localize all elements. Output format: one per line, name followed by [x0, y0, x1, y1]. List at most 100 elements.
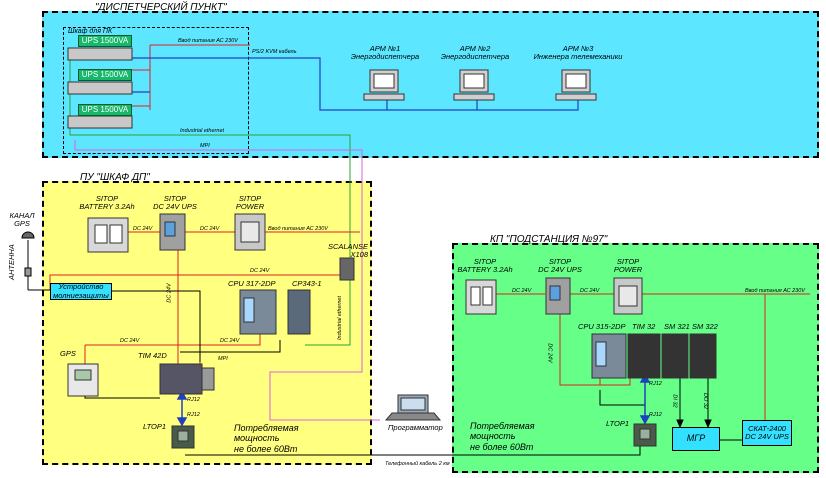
gps-label: GPS: [60, 349, 76, 358]
scalanse-label: SCALANSE X108: [298, 242, 368, 260]
gps-channel-line1: КАНАЛ: [9, 211, 35, 220]
pu-rj12-link: [176, 390, 188, 427]
pu-signal-lines: [27, 240, 641, 456]
skat-line1: СКАТ-2400: [748, 423, 786, 433]
kp-dc24-vert: DC 24V: [546, 343, 553, 363]
dispatch-zone: [42, 11, 819, 158]
ups-label: UPS 1500VA: [81, 69, 129, 79]
mgr-box: МГР: [672, 427, 720, 451]
kp-power-line2: POWER: [613, 265, 643, 275]
pu-consumption-line2: мощность: [234, 433, 280, 444]
pu-power-label: SITOP POWER: [220, 194, 280, 212]
kp-dcups-label: SITOP DC 24V UPS: [525, 257, 595, 275]
kp-dcups-line2: DC 24V UPS: [538, 265, 582, 275]
kp-di-label: DI 32: [671, 394, 678, 408]
pu-consumption-line1: Потребляемая: [234, 423, 299, 433]
gps-channel-label: КАНАЛ GPS: [6, 211, 38, 229]
pc-cabinet-label: Шкаф для ПК: [68, 28, 113, 35]
kp-consumption-note: Потребляемая мощность не более 60Вт: [470, 421, 535, 452]
arm-1-label: АРМ №1 Энергодиспетчера: [340, 44, 430, 62]
pu-dc24-2: DC 24V: [200, 226, 220, 232]
pu-ltop-label: LTOP1: [143, 422, 167, 431]
arm-2-line2: Энергодиспетчера: [440, 52, 510, 62]
arm-1-line2: Энергодиспетчера: [350, 52, 420, 62]
surge-line1: Устройство: [58, 282, 104, 292]
dispatch-power-in: Ввод питания АС 230V: [178, 38, 238, 44]
pu-dcups-label: SITOP DC 24V UPS: [140, 194, 210, 212]
pc-cabinet-zone: [63, 27, 249, 154]
pu-dc24-1: DC 24V: [133, 226, 153, 232]
kp-sm322-label: SM 322: [692, 322, 718, 331]
kp-signal-lines: [599, 378, 742, 441]
ups-label: UPS 1500VA: [81, 104, 129, 114]
arm-2-line1: АРМ №2: [459, 44, 491, 53]
kp-ltop-label: LTOP1: [606, 419, 630, 428]
phone-cable-label: Телефонный кабель 2 км: [385, 461, 450, 467]
kp-rj12-link: [639, 373, 651, 425]
kp-rj12-1: RJ12: [649, 381, 662, 387]
kp-battery-label: SITOP BATTERY 3.2Ah: [450, 257, 520, 275]
pu-power-line1: SITOP: [238, 194, 262, 203]
pu-consumption-line3: не более 60Вт: [234, 443, 298, 454]
surge-protector: Устройство молниезащиты: [50, 282, 112, 300]
dispatch-power-lines: [132, 44, 250, 110]
pu-dc24-5: DC 24V: [220, 338, 240, 344]
pu-dc24-4: DC 24V: [120, 338, 140, 344]
kp-dcups-line1: SITOP: [548, 257, 572, 266]
pu-battery-line1: SITOP: [95, 194, 119, 203]
arm-3-label: АРМ №3 Инженера телемеханики: [530, 44, 626, 62]
kp-tim-label: TIM 32: [632, 322, 656, 331]
mgr-label: МГР: [686, 433, 706, 444]
pu-tim-label: TIM 42D: [138, 351, 167, 360]
dispatch-title: "ДИСПЕТЧЕРСКИЙ ПУНКТ": [95, 2, 227, 13]
kp-consumption-line1: Потребляемая: [470, 421, 535, 431]
gps-channel-line2: GPS: [14, 219, 30, 229]
pu-consumption-note: Потребляемая мощность не более 60Вт: [234, 423, 299, 454]
skat-box: СКАТ-2400 DC 24V UPS: [742, 420, 792, 446]
kvm-lines: [132, 57, 579, 111]
kp-power-lines: [495, 293, 810, 420]
kp-do-label: DO 32: [701, 393, 708, 409]
arm-2-label: АРМ №2 Энергодиспетчера: [430, 44, 520, 62]
pu-devices: [67, 213, 355, 449]
pu-power-line2: POWER: [235, 202, 265, 212]
pu-rj12-2: RJ12: [187, 412, 200, 418]
antenna-label: АНТЕННА: [6, 244, 16, 281]
kp-dc24-2: DC 24V: [580, 288, 600, 294]
pu-battery-line2: BATTERY 3.2Ah: [79, 202, 135, 212]
ups-unit-2: UPS 1500VA: [78, 69, 132, 81]
arm-1-line1: АРМ №1: [369, 44, 401, 53]
dispatch-ethernet-label: Industrial ethernet: [180, 128, 225, 134]
pu-ethernet-label: Industrial ethernet: [337, 295, 344, 341]
gps-antenna-icon: [21, 231, 35, 277]
arm-3-line2: Инженера телемеханики: [533, 52, 623, 62]
arm-3-line1: АРМ №3: [562, 44, 594, 53]
kp-battery-line1: SITOP: [473, 257, 497, 266]
kp-cpu-label: CPU 315-2DP: [578, 322, 626, 331]
mpi-lines: [74, 140, 380, 421]
kp-power-line1: SITOP: [616, 257, 640, 266]
pu-power-in: Ввод питания АС 230V: [268, 226, 328, 232]
kp-power-in: Ввод питания АС 230V: [745, 288, 805, 294]
dispatch-mpi-label: MPI: [200, 143, 210, 149]
programmer-label: Программатор: [388, 423, 443, 432]
ups-label: UPS 1500VA: [81, 35, 129, 45]
pu-dcups-line2: DC 24V UPS: [153, 202, 197, 212]
scalanse-line1: SCALANSE: [327, 242, 368, 251]
kp-sm321-label: SM 321: [664, 322, 690, 331]
kvm-cable-label: PS/2 KVM кабель: [252, 49, 297, 55]
kp-battery-line2: BATTERY 3.2Ah: [457, 265, 513, 275]
ups-unit-3: UPS 1500VA: [78, 104, 132, 116]
kp-title: КП "ПОДСТАНЦИЯ №97": [490, 234, 608, 245]
pu-cpu-label: CPU 317-2DP: [228, 279, 276, 288]
pu-mpi-label: MPI: [218, 356, 228, 362]
pu-cp-label: CP343-1: [292, 279, 322, 288]
skat-line2: DC 24V UPS: [745, 432, 789, 441]
kp-dc24-1: DC 24V: [512, 288, 532, 294]
ups-rack-units: [67, 47, 133, 129]
kp-power-label: SITOP POWER: [600, 257, 656, 275]
programmer-laptop-icon: [384, 394, 442, 421]
kp-consumption-line2: мощность: [470, 431, 516, 442]
pu-dc24-vert: DC 24V: [166, 283, 173, 303]
